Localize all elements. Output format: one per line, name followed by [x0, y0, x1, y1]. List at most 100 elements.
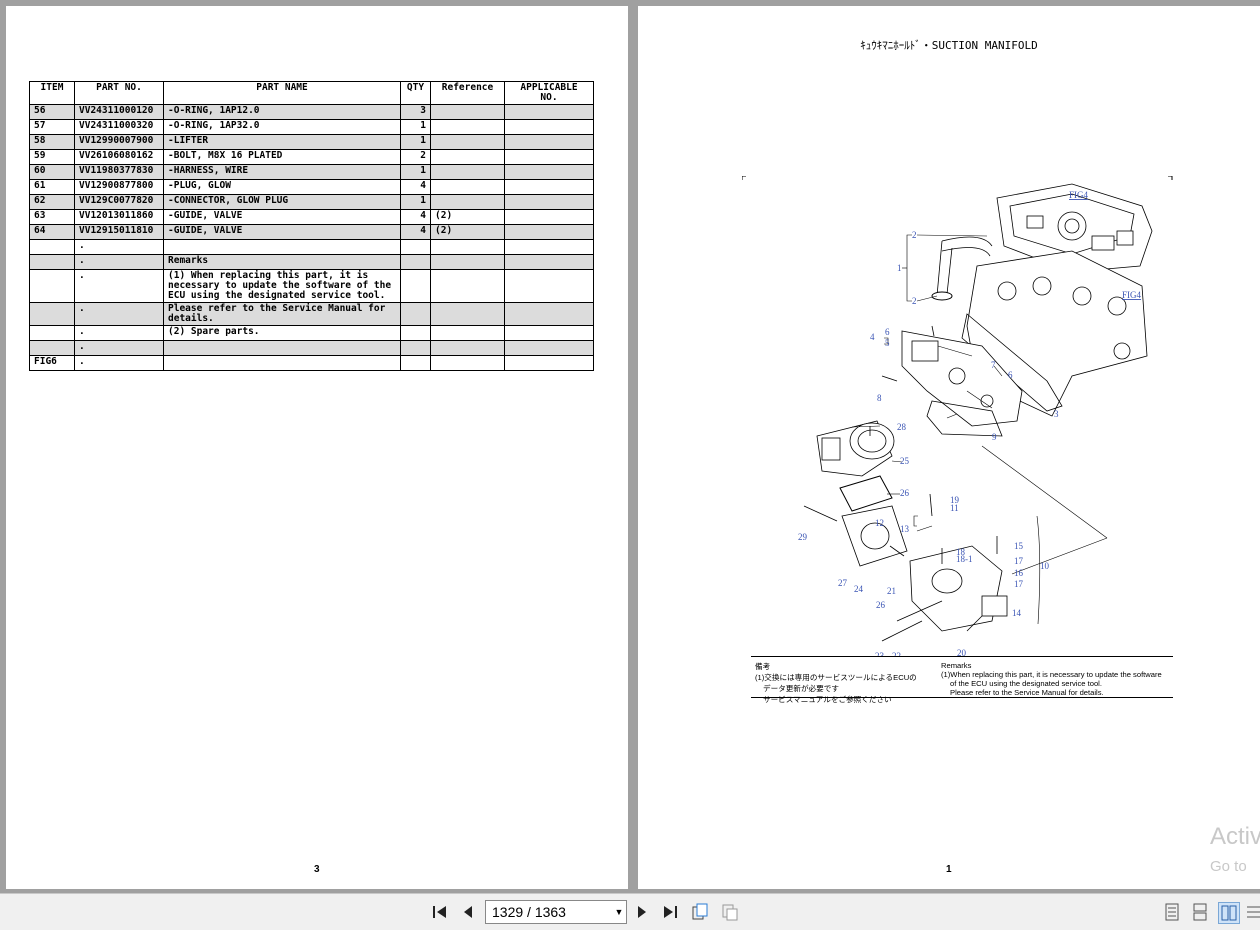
label-29: 29	[798, 532, 808, 542]
label-7: 7	[991, 360, 996, 370]
cell-ref	[430, 179, 505, 195]
label-23: 23	[875, 651, 885, 656]
last-page-icon[interactable]	[660, 902, 680, 922]
cell-part-no: .	[74, 355, 164, 371]
cell-item: 59	[29, 149, 75, 165]
remarks-en-line3: Please refer to the Service Manual for d…	[950, 688, 1104, 697]
cell-qty: 1	[400, 134, 431, 150]
cell-part-no: VV11980377830	[74, 164, 164, 180]
cell-item: FIG6	[29, 355, 75, 371]
cell-item	[29, 239, 75, 255]
sync-view-icon[interactable]	[690, 902, 710, 922]
page-selector[interactable]: 1329 / 1363 ▼	[485, 900, 627, 924]
cell-name	[163, 340, 401, 356]
label-20: 20	[957, 648, 967, 656]
continuous-page-icon[interactable]	[1190, 902, 1210, 922]
label-2a: 2	[912, 230, 917, 240]
cell-part-no: VV12990007900	[74, 134, 164, 150]
cell-app	[504, 302, 594, 326]
remarks-en-line2: of the ECU using the designated service …	[950, 679, 1102, 688]
label-6b: 6	[1008, 370, 1013, 380]
fig4-link-top[interactable]: FIG4	[1069, 190, 1089, 200]
table-row: .	[29, 340, 594, 356]
cell-qty	[400, 239, 431, 255]
cell-ref	[430, 239, 505, 255]
document-viewer: ITEM PART NO. PART NAME QTY Reference AP…	[6, 6, 1260, 889]
cell-qty	[400, 254, 431, 270]
label-13: 13	[900, 524, 910, 534]
label-19: 19	[950, 495, 960, 505]
cell-name: -GUIDE, VALVE	[163, 209, 401, 225]
cell-app	[504, 164, 594, 180]
cell-app	[504, 209, 594, 225]
label-9: 9	[992, 432, 997, 442]
cell-item: 61	[29, 179, 75, 195]
cell-app	[504, 325, 594, 341]
cell-app	[504, 355, 594, 371]
prev-page-icon[interactable]	[458, 902, 478, 922]
cell-ref	[430, 149, 505, 165]
single-page-icon[interactable]	[1162, 902, 1182, 922]
cell-qty: 4	[400, 224, 431, 240]
menu-icon[interactable]	[1246, 902, 1260, 922]
col-part-no-header: PART NO.	[74, 81, 164, 105]
cell-part-no: .	[74, 269, 164, 303]
cell-ref	[430, 355, 505, 371]
cell-item: 62	[29, 194, 75, 210]
label-25: 25	[900, 456, 910, 466]
page-indicator[interactable]: 1329 / 1363	[492, 904, 566, 920]
activation-watermark-line2: Go to	[1210, 858, 1247, 875]
remarks-jp-line2: データ更新が必要です	[763, 684, 839, 693]
first-page-icon[interactable]	[430, 902, 450, 922]
label-14: 14	[1012, 608, 1022, 618]
label-11: 11	[950, 503, 959, 513]
cell-qty	[400, 355, 431, 371]
cell-name: -LIFTER	[163, 134, 401, 150]
table-header-row: ITEM PART NO. PART NAME QTY Reference AP…	[29, 81, 594, 105]
label-1: 1	[897, 263, 902, 273]
cell-app	[504, 104, 594, 120]
cell-app	[504, 179, 594, 195]
label-24: 24	[854, 584, 864, 594]
cell-name: -GUIDE, VALVE	[163, 224, 401, 240]
cell-app	[504, 269, 594, 303]
navigation-toolbar: 1329 / 1363 ▼	[0, 893, 1260, 930]
col-qty-header: QTY	[400, 81, 431, 105]
label-21: 21	[887, 586, 896, 596]
label-5: 5	[885, 338, 890, 348]
cell-ref: (2)	[430, 224, 505, 240]
cell-name: -PLUG, GLOW	[163, 179, 401, 195]
cell-name: -CONNECTOR, GLOW PLUG	[163, 194, 401, 210]
cell-part-no: .	[74, 302, 164, 326]
remarks-en-title: Remarks	[941, 661, 972, 670]
cell-qty: 3	[400, 104, 431, 120]
col-part-name-header: PART NAME	[163, 81, 401, 105]
table-row: .(1) When replacing this part, it is nec…	[29, 269, 594, 303]
table-row: .Please refer to the Service Manual for …	[29, 302, 594, 326]
cell-app	[504, 224, 594, 240]
exploded-parts-diagram: FIG4 FIG4 1 2 2 3 4 5 6 6 7 8 9 10 11 12…	[742, 176, 1173, 656]
fig4-link-mid[interactable]: FIG4	[1122, 290, 1142, 300]
table-row: .(2) Spare parts.	[29, 325, 594, 341]
cell-item: 57	[29, 119, 75, 135]
cell-name	[163, 355, 401, 371]
table-row: .Remarks	[29, 254, 594, 270]
figure-title: ｷｭｳｷﾏﾆﾎｰﾙﾄﾞ・SUCTION MANIFOLD	[860, 39, 1038, 52]
cell-part-no: VV129C0077820	[74, 194, 164, 210]
cell-ref	[430, 104, 505, 120]
cell-qty: 1	[400, 119, 431, 135]
two-page-icon[interactable]	[1218, 902, 1240, 924]
next-page-icon[interactable]	[632, 902, 652, 922]
diagram-remarks: 備考 (1)交換には専用のサービスツールによるECUの データ更新が必要です サ…	[751, 656, 1173, 704]
continuous-view-icon[interactable]	[720, 902, 740, 922]
cell-ref: (2)	[430, 209, 505, 225]
page-number: 3	[314, 864, 320, 875]
cell-ref	[430, 269, 505, 303]
cell-name: -HARNESS, WIRE	[163, 164, 401, 180]
chevron-down-icon[interactable]: ▼	[614, 907, 624, 917]
remarks-en-line1: (1)When replacing this part, it is neces…	[941, 670, 1162, 679]
label-26a: 26	[900, 488, 910, 498]
cell-qty: 4	[400, 179, 431, 195]
